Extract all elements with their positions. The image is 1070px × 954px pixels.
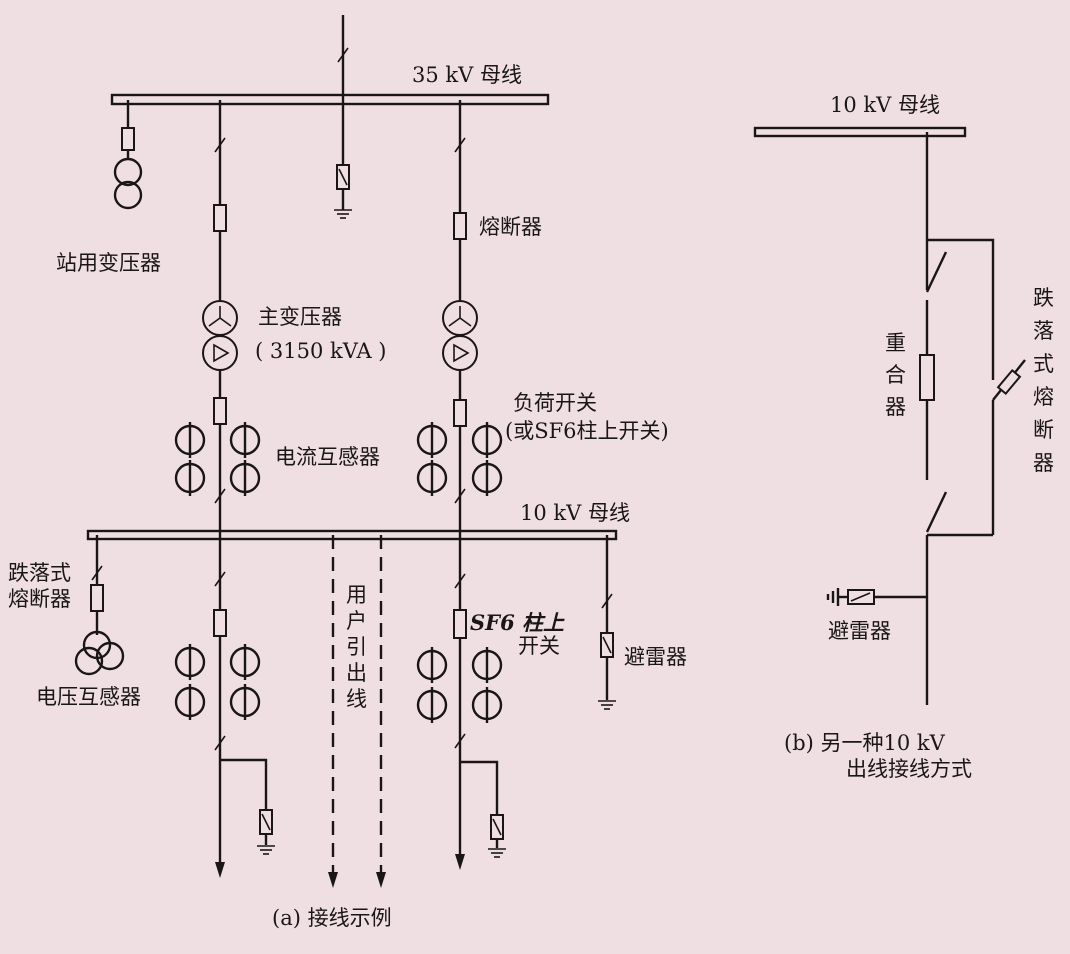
voltage-transformer-label: 电压互感器 — [36, 685, 141, 709]
recloser-char: 合 — [885, 363, 906, 387]
main-transformer-branch-2 — [416, 100, 503, 535]
figure-a-caption: (a) 接线示例 — [272, 906, 392, 930]
dropout-fuse-char: 器 — [1033, 451, 1054, 475]
bus-35kv-label: 35 kV 母线 — [412, 63, 522, 87]
bus-10kv-b — [753, 126, 967, 138]
dropout-fuse-char: 跌 — [1033, 286, 1054, 310]
station-transformer-label: 站用变压器 — [56, 251, 161, 275]
customer-feeder-char: 用 — [346, 583, 367, 607]
load-switch-alt-label: (或SF6柱上开关) — [505, 419, 669, 443]
incoming-line — [337, 15, 349, 100]
bus-10kv-b-label: 10 kV 母线 — [830, 93, 940, 117]
bus-10kv-label: 10 kV 母线 — [520, 501, 630, 525]
main-transformer-label: 主变压器 — [258, 305, 342, 329]
recloser-char: 重 — [885, 331, 906, 355]
customer-feeder-char: 引 — [346, 635, 367, 659]
recloser-label: 重 合 器 — [885, 331, 906, 419]
dropout-fuse-b-label: 跌 落 式 熔 断 器 — [1033, 286, 1054, 475]
figure-b-caption-line1: (b) 另一种10 kV — [784, 731, 946, 755]
customer-feeder-char: 线 — [346, 687, 367, 711]
customer-feeder-label: 用 户 引 出 线 — [346, 583, 367, 711]
dropout-fuse-label-line1: 跌落式 — [8, 561, 71, 585]
current-transformer-label: 电流互感器 — [275, 445, 380, 469]
station-transformer-branch — [113, 100, 143, 210]
load-switch-label: 负荷开关 — [513, 391, 597, 415]
dropout-fuse-char: 熔 — [1033, 385, 1054, 409]
dropout-fuse-char: 落 — [1033, 319, 1054, 343]
feeder-1 — [174, 535, 276, 878]
figure-b-caption-line2: 出线接线方式 — [846, 757, 972, 781]
dropout-fuse-label-line2: 熔断器 — [8, 587, 71, 611]
arrester-label: 避雷器 — [624, 645, 687, 669]
arrester-b-label: 避雷器 — [828, 619, 891, 643]
sf6-switch-label-line2: 开关 — [518, 634, 560, 658]
main-transformer-branch-1 — [174, 100, 261, 535]
arrester-35kv — [333, 100, 353, 219]
customer-feeder-char: 户 — [346, 609, 367, 633]
dropout-fuse-char: 断 — [1033, 418, 1054, 442]
recloser-char: 器 — [885, 395, 906, 419]
feeder-b — [826, 132, 1026, 705]
bus-10kv — [86, 529, 618, 541]
bus-35kv — [110, 93, 550, 106]
dropout-fuse-char: 式 — [1033, 352, 1054, 376]
sf6-switch-label-line1: SF6 柱上 — [470, 610, 565, 635]
customer-feeders — [328, 535, 386, 888]
fuse-label: 熔断器 — [479, 215, 542, 239]
customer-feeder-char: 出 — [346, 661, 367, 685]
feeder-2 — [416, 535, 507, 870]
voltage-transformer-branch — [74, 535, 125, 676]
main-transformer-rating: ( 3150 kVA ) — [255, 339, 387, 363]
arrester-10kv — [597, 535, 617, 710]
